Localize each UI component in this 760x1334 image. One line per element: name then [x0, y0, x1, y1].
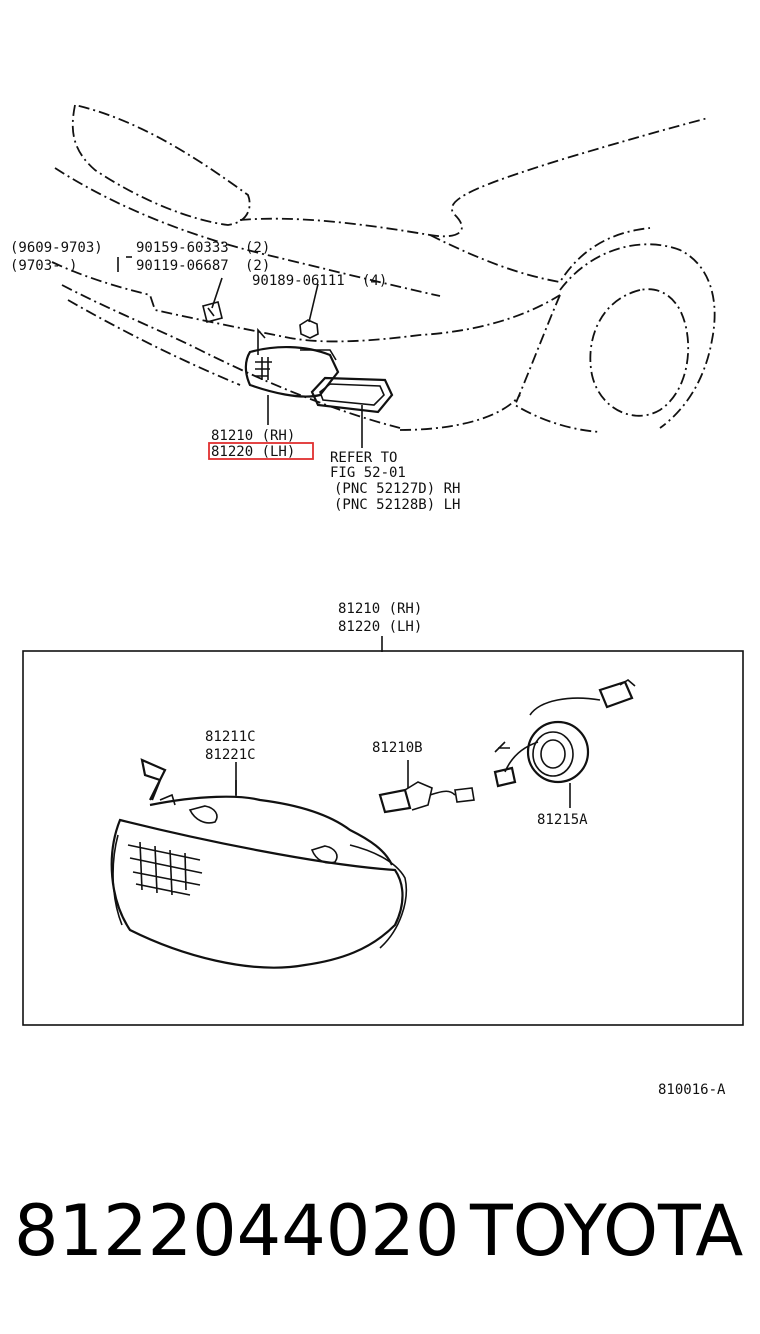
leader-lines-upper [117, 256, 363, 448]
pnc-rh: (PNC 52127D) RH [334, 481, 460, 497]
bolt-icon [202, 277, 223, 323]
lamp-lh-part[interactable]: 81220 (LH) [211, 444, 295, 460]
refer-fig-link[interactable]: FIG 52-01 [330, 465, 406, 481]
date-range-2: (9703- ) [10, 258, 77, 274]
bolt-1-part[interactable]: 90159-60333 [136, 240, 229, 256]
socket-icon [493, 679, 636, 808]
refer-to-text: REFER TO [330, 450, 397, 466]
lens-part-2[interactable]: 81221C [205, 747, 256, 763]
bolt-2-qty: (2) [245, 258, 270, 274]
date-range-1: (9609-9703) [10, 240, 103, 256]
socket-part[interactable]: 81215A [537, 812, 588, 828]
detail-frame [22, 650, 744, 1026]
brand-name: TOYOTA [469, 1190, 743, 1272]
bolt-2-part[interactable]: 90119-06687 [136, 258, 229, 274]
bezel-icon [310, 376, 394, 414]
part-number: 8122044020 [14, 1190, 459, 1272]
assy-rh-part[interactable]: 81210 (RH) [338, 601, 422, 617]
car-body-outline [51, 103, 716, 433]
lens-part-1[interactable]: 81211C [205, 729, 256, 745]
fog-lamp-large-icon [110, 758, 408, 969]
nut-icon [299, 283, 319, 339]
assy-lh-part[interactable]: 81220 (LH) [338, 619, 422, 635]
highlight-box [208, 442, 314, 460]
nut-part[interactable]: 90189-06111 [252, 273, 345, 289]
nut-qty: (4) [362, 273, 387, 289]
bulb-icon [378, 760, 475, 814]
lamp-rh-part[interactable]: 81210 (RH) [211, 428, 295, 444]
figure-code: 810016-A [658, 1082, 726, 1098]
bolt-1-qty: (2) [245, 240, 270, 256]
pnc-lh: (PNC 52128B) LH [334, 497, 460, 513]
fog-lamp-small-icon [244, 327, 340, 398]
bulb-part[interactable]: 81210B [372, 740, 423, 756]
